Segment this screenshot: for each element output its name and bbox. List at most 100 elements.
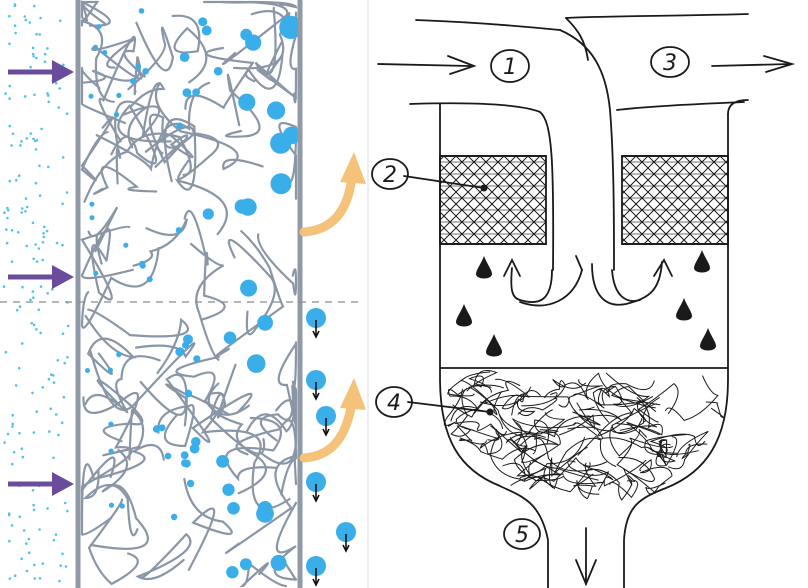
mist-dot xyxy=(15,384,18,387)
mist-dot xyxy=(19,144,22,147)
inlet-flow-arrow xyxy=(378,64,470,66)
mist-dot xyxy=(63,396,66,399)
mist-dot xyxy=(55,533,58,536)
mist-dot xyxy=(53,539,56,542)
mist-dot xyxy=(46,230,49,233)
mist-dot xyxy=(8,42,11,45)
mist-dot xyxy=(6,217,9,220)
mist-dot xyxy=(26,206,29,209)
droplet xyxy=(181,459,189,467)
droplet xyxy=(93,271,98,276)
droplet xyxy=(247,354,266,373)
mist-dot xyxy=(38,528,41,531)
leader-dot-4 xyxy=(487,409,494,416)
mist-dot xyxy=(14,574,17,577)
mist-dot xyxy=(35,33,38,36)
mist-dot xyxy=(18,174,21,177)
mist-dot xyxy=(20,140,23,143)
droplet xyxy=(108,422,113,427)
droplet xyxy=(136,64,142,70)
mist-dot xyxy=(21,207,24,210)
mist-dot xyxy=(58,87,61,90)
droplet xyxy=(192,88,200,96)
mist-dot xyxy=(62,332,65,335)
fiber-scribble xyxy=(457,426,486,444)
mist-dot xyxy=(42,241,45,244)
droplet xyxy=(224,332,237,345)
mist-dot xyxy=(61,244,64,247)
mist-dot xyxy=(9,577,12,580)
droplet xyxy=(227,502,240,515)
droplet xyxy=(187,480,194,487)
droplet xyxy=(183,88,192,97)
droplet xyxy=(256,505,274,523)
mist-dot xyxy=(65,565,68,568)
mist-dot xyxy=(3,441,6,444)
mist-dot xyxy=(11,463,14,466)
mist-dot xyxy=(40,285,43,288)
mist-dot xyxy=(29,66,32,69)
mist-dot xyxy=(19,516,22,519)
mist-dot xyxy=(33,5,36,8)
droplet xyxy=(171,514,177,520)
droplet xyxy=(271,555,287,571)
mesh-pad-right xyxy=(622,156,728,244)
droplet xyxy=(108,368,113,373)
liquid-droplet xyxy=(700,328,716,351)
mist-dot xyxy=(58,106,61,109)
mist-dot xyxy=(24,15,27,18)
separator-vessel-sketch xyxy=(378,14,792,588)
droplet xyxy=(123,243,128,248)
fiber-scribble xyxy=(610,476,638,498)
mist-dot xyxy=(33,509,36,512)
mist-dot xyxy=(32,53,35,56)
mist-dot xyxy=(5,228,8,231)
mist-dot xyxy=(35,57,38,60)
mist-dot xyxy=(32,138,35,141)
droplet xyxy=(93,45,98,50)
liquid-droplet xyxy=(456,304,472,327)
mist-dot xyxy=(36,410,39,413)
mist-dot xyxy=(32,47,35,50)
mist-dot xyxy=(25,197,28,200)
mist-dot xyxy=(47,166,50,169)
mist-dot xyxy=(44,60,47,63)
liquid-droplet xyxy=(676,298,692,321)
mist-dot xyxy=(50,373,53,376)
marker-1: 1 xyxy=(491,50,529,82)
flow-swirl-left xyxy=(511,268,552,302)
droplet xyxy=(142,68,149,75)
droplet xyxy=(139,8,145,14)
mist-dot xyxy=(21,447,24,450)
mist-dot xyxy=(12,423,15,426)
mist-dot xyxy=(52,457,55,460)
mist-dot xyxy=(7,209,10,212)
mist-dot xyxy=(49,407,52,410)
mist-dot xyxy=(40,128,43,131)
mist-dot xyxy=(39,194,42,197)
mist-dot xyxy=(55,82,58,85)
mist-dot xyxy=(28,551,31,554)
mist-dot xyxy=(41,259,44,262)
droplet xyxy=(165,453,172,460)
marker-5: 5 xyxy=(504,519,540,549)
droplet xyxy=(175,347,184,356)
mist-dot xyxy=(35,182,38,185)
marker-4: 4 xyxy=(376,387,412,417)
mist-dot xyxy=(5,351,8,354)
droplet xyxy=(193,355,200,362)
mist-dot xyxy=(38,33,41,36)
mist-dot xyxy=(20,557,23,560)
mist-dot xyxy=(39,577,42,580)
mist-dot xyxy=(46,92,49,95)
mist-dot xyxy=(25,245,28,248)
mist-dot xyxy=(29,132,32,135)
droplet xyxy=(159,424,166,431)
mist-dot xyxy=(35,148,38,151)
mist-dot xyxy=(10,144,13,147)
mist-dot xyxy=(11,229,14,232)
mist-dot xyxy=(20,211,23,214)
mist-dot xyxy=(13,451,16,454)
mist-dot xyxy=(17,231,20,234)
